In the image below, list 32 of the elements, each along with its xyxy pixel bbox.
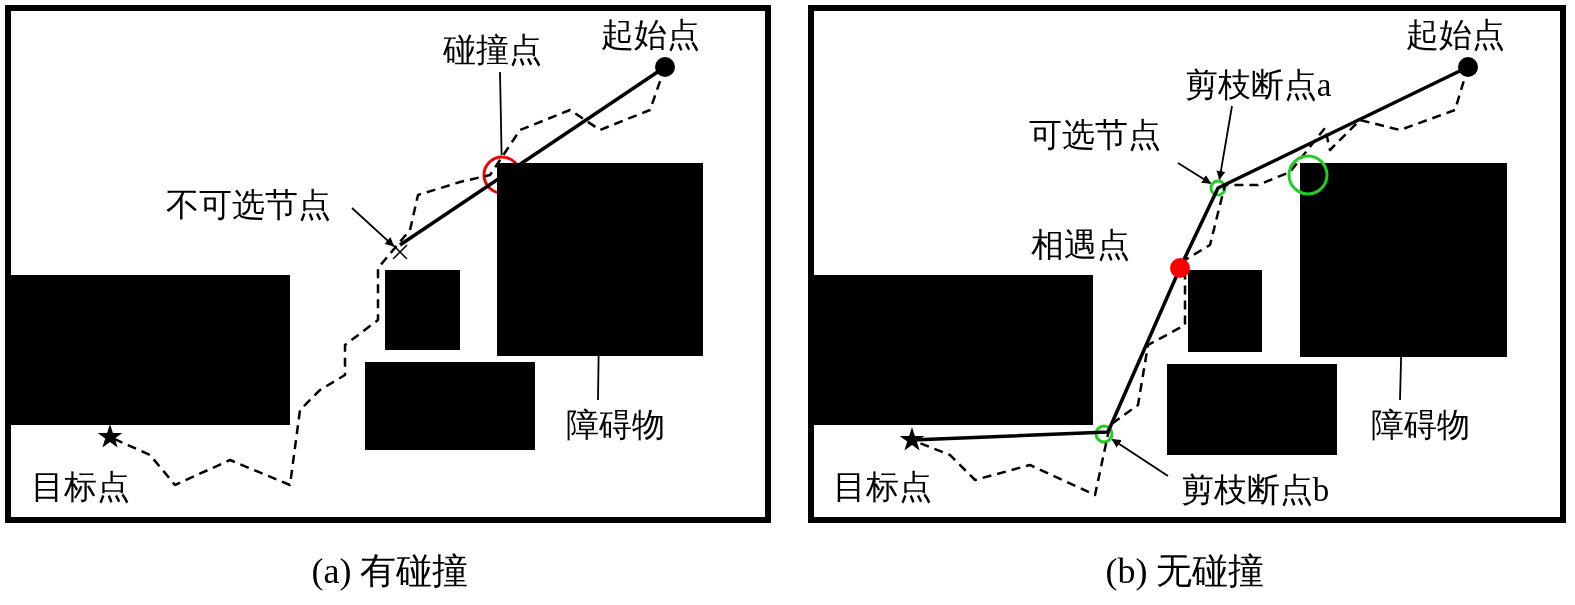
callout-text: 障碍物 xyxy=(565,406,665,444)
obstacle-block xyxy=(497,163,703,356)
obstacle-block xyxy=(365,362,535,450)
callout-text: 障碍物 xyxy=(1370,406,1470,444)
point-label: 目标点 xyxy=(30,468,130,506)
callout-text: 可选节点 xyxy=(1029,116,1161,154)
obstacle-block xyxy=(385,270,460,350)
caption: (b) 无碰撞 xyxy=(1105,552,1265,592)
cross-mark xyxy=(392,244,408,260)
obstacle-block xyxy=(814,275,1093,425)
arrow xyxy=(1216,105,1233,180)
point-label: 目标点 xyxy=(832,468,932,506)
callout-text: 碰撞点 xyxy=(442,31,542,69)
point-label: 相遇点 xyxy=(1030,226,1130,264)
leader-line xyxy=(499,71,503,156)
callout-text: 剪枝断点a xyxy=(1184,66,1332,104)
leader-line xyxy=(597,355,600,401)
leader-line xyxy=(1399,356,1402,401)
point-label: 起始点 xyxy=(1405,16,1505,54)
caption: (a) 有碰撞 xyxy=(311,552,469,592)
obstacle-block xyxy=(1188,270,1262,352)
arrow xyxy=(1177,162,1212,185)
node-circle xyxy=(1094,424,1114,444)
callout-text: 不可选节点 xyxy=(165,186,331,224)
obstacle-block xyxy=(1167,364,1337,455)
callout-text: 剪枝断点b xyxy=(1180,471,1330,509)
point-label: 起始点 xyxy=(600,16,700,54)
arrow xyxy=(351,207,395,247)
node-circle xyxy=(1209,179,1227,197)
obstacle-block xyxy=(11,275,290,425)
arrow xyxy=(1111,438,1169,477)
obstacle-block xyxy=(1300,163,1507,357)
